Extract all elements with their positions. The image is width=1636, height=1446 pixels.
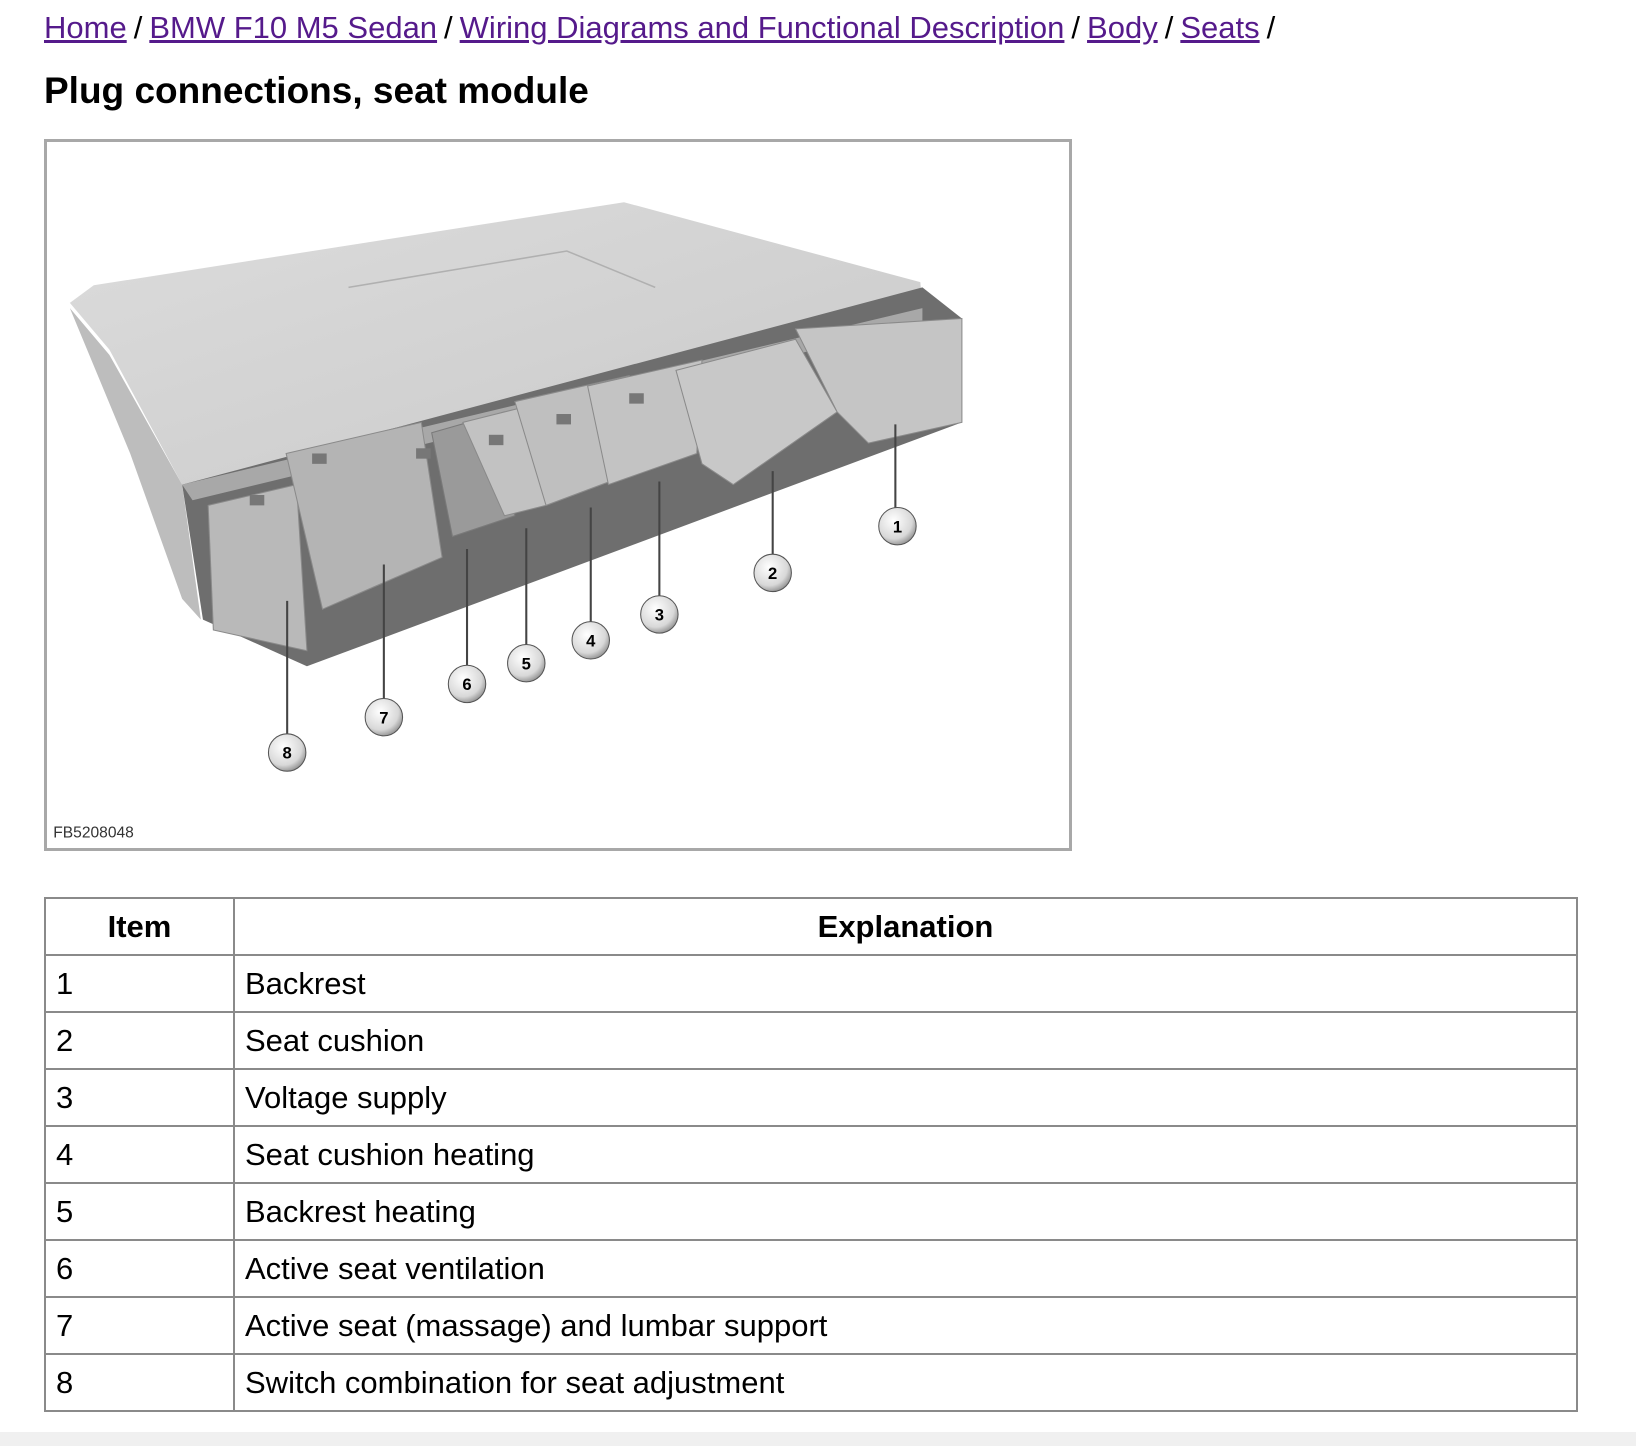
callout-6: 6 (447, 664, 487, 704)
page-title: Plug connections, seat module (44, 70, 589, 111)
module-top (69, 202, 923, 485)
explanation-cell: Backrest (233, 954, 1578, 1013)
breadcrumb-separator: / (1266, 10, 1276, 45)
breadcrumb-separator: / (1164, 10, 1174, 45)
callout-7: 7 (364, 697, 404, 737)
breadcrumb-separator: / (133, 10, 143, 45)
breadcrumb-home-link[interactable]: Home (44, 10, 127, 45)
breadcrumb-body-link[interactable]: Body (1087, 10, 1158, 45)
horizontal-scrollbar-track[interactable] (0, 1432, 1636, 1446)
item-cell: 5 (44, 1182, 235, 1241)
callout-3: 3 (640, 595, 679, 634)
breadcrumb-wiring-link[interactable]: Wiring Diagrams and Functional Descripti… (459, 10, 1065, 45)
item-cell: 4 (44, 1125, 235, 1184)
svg-text:2: 2 (768, 564, 777, 583)
item-cell: 3 (44, 1068, 235, 1127)
svg-text:7: 7 (379, 708, 388, 727)
explanation-cell: Seat cushion (233, 1011, 1578, 1070)
breadcrumb-separator: / (444, 10, 453, 45)
svg-text:3: 3 (655, 606, 664, 625)
item-cell: 8 (44, 1353, 235, 1412)
column-header-item: Item (44, 897, 235, 956)
callout-1: 1 (878, 506, 917, 546)
explanation-cell: Active seat (massage) and lumbar support (233, 1296, 1578, 1355)
explanation-cell: Active seat ventilation (233, 1239, 1578, 1298)
svg-text:1: 1 (893, 517, 902, 536)
callout-2: 2 (753, 553, 792, 593)
item-cell: 1 (44, 954, 235, 1013)
explanation-cell: Switch combination for seat adjustment (233, 1353, 1578, 1412)
svg-text:8: 8 (283, 744, 292, 763)
callout-5: 5 (507, 643, 546, 683)
seat-module-illustration: 1 2 3 4 5 6 7 8 FB5208048 (53, 202, 963, 842)
column-header-explanation: Explanation (233, 897, 1578, 956)
item-cell: 7 (44, 1296, 235, 1355)
breadcrumb-model-link[interactable]: BMW F10 M5 Sedan (149, 10, 438, 45)
svg-text:6: 6 (462, 675, 471, 694)
table-header-row: Item Explanation (44, 897, 1578, 956)
breadcrumb-separator: / (1071, 10, 1081, 45)
explanation-cell: Seat cushion heating (233, 1125, 1578, 1184)
svg-text:4: 4 (586, 632, 596, 651)
callout-4: 4 (571, 621, 610, 660)
explanation-cell: Backrest heating (233, 1182, 1578, 1241)
seat-module-diagram: 1 2 3 4 5 6 7 8 FB5208048 (44, 139, 1072, 851)
breadcrumb-seats-link[interactable]: Seats (1180, 10, 1260, 45)
item-cell: 6 (44, 1239, 235, 1298)
callout-8: 8 (267, 733, 307, 772)
figure-code: FB5208048 (53, 825, 134, 842)
svg-text:5: 5 (522, 654, 531, 673)
explanation-cell: Voltage supply (233, 1068, 1578, 1127)
breadcrumb: Home/BMW F10 M5 Sedan/Wiring Diagrams an… (44, 10, 1282, 46)
item-cell: 2 (44, 1011, 235, 1070)
